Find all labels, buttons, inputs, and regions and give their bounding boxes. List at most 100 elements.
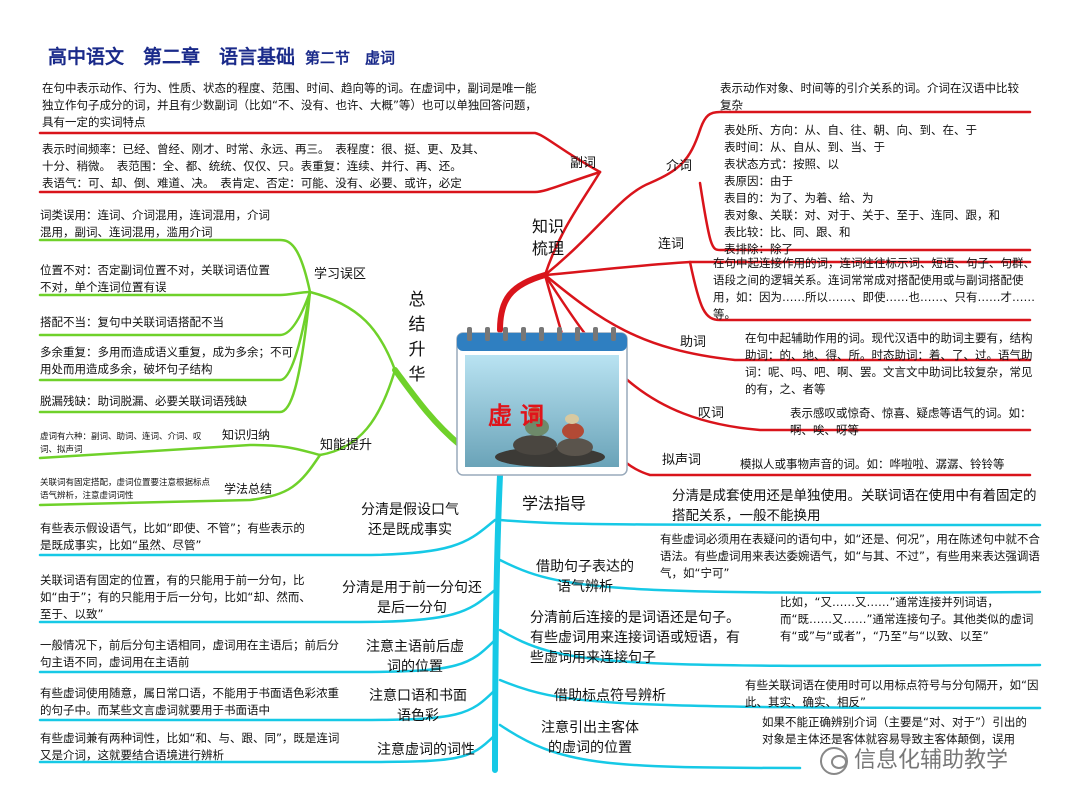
interjection-label: 叹词	[698, 406, 725, 421]
prep-line: 表原因：由于	[724, 174, 793, 188]
main-branch-knowledge: 知识梳理	[531, 217, 564, 258]
onomatopoeia-label: 拟声词	[662, 453, 702, 468]
adverb-detail-line: 十分、稍微。 表范围：全、都、统统、仅仅、只。表重复：连续、并行、再、还。	[42, 159, 462, 173]
line-particle	[543, 273, 1032, 362]
prep-line: 表比较：比、同、跟、和	[724, 225, 851, 239]
prep-line: 表目的：为了、为着、给、为	[724, 191, 874, 205]
onomatopoeia-description: 模拟人或事物声音的词。如：哗啦啦、潺潺、铃铃等	[740, 457, 1005, 471]
center-label: 虚词	[488, 402, 552, 430]
line-adverb-detail	[38, 170, 602, 194]
line-m-r1	[498, 518, 1042, 527]
conjunction-label: 连词	[658, 237, 685, 252]
error-item: 搭配不当：复句中关联词语搭配不当	[40, 315, 224, 329]
method-right-text: 有些关联词语在使用时可以用标点符号与分句隔开，如“因此、其实、确实、相反”	[745, 678, 1039, 709]
method-left-topic: 分清是用于前一分句还是后一分句	[342, 580, 482, 616]
line-err4	[38, 290, 312, 382]
line-m-r3	[498, 628, 1042, 668]
adverb-detail: 表示时间频率：已经、曾经、刚才、时常、永远、再三。 表程度：很、挺、更、及其、 …	[42, 141, 552, 192]
method-left-text: 有些虚词使用随意，属日常口语，不能用于书面语色彩浓重的句子中。而某些文言虚词就要…	[40, 686, 339, 717]
line-ability	[318, 368, 397, 457]
particle-description: 在句中起辅助作用的词。现代汉语中的助词主要有，结构助词：的、地、得、所。时态助词…	[745, 331, 1033, 396]
particle-label: 助词	[680, 335, 707, 350]
line-m-l5	[38, 733, 497, 764]
line-prep	[543, 128, 702, 277]
preposition-description: 表示动作对象、时间等的引介关系的词。介词在汉语中比较复杂	[720, 81, 1019, 112]
preposition-label: 介词	[666, 159, 693, 174]
method-left-text: 关联词语有固定的位置，有的只能用于前一分句，比如“由于”；有的只能用于后一分句，…	[40, 573, 311, 621]
line-m-l4	[38, 688, 497, 722]
line-ab2	[38, 453, 322, 507]
line-prep-desc	[698, 110, 1032, 132]
method-summary-text: 关联词有固定搭配，虚词位置要注意根据标点语气辨析，注意虚词词性	[40, 478, 211, 501]
prep-line: 表处所、方向：从、自、往、朝、向、到、在、于	[724, 123, 977, 137]
wechat-icon	[820, 747, 848, 775]
line-conj-desc	[688, 260, 1032, 322]
line-m-l1	[38, 518, 497, 557]
method-right-text: 有些虚词必须用在表疑问的语句中，如“还是、何况”，用在陈述句中就不合语法。有些虚…	[660, 532, 1040, 580]
prep-line: 表状态方式：按照、以	[724, 157, 839, 171]
line-m-l3	[38, 638, 497, 674]
prep-line: 表时间：从、自从、到、当、于	[724, 140, 885, 154]
line-err5	[38, 290, 312, 414]
title-sub: 第二节 虚词	[305, 49, 396, 67]
line-adverb-desc	[38, 131, 602, 174]
main-branch-method: 学法指导	[522, 494, 587, 513]
adverb-detail-line: 表语气：可、却、倒、难道、决。 表肯定、否定：可能、没有、必要、或许，必定	[42, 176, 462, 190]
prep-line: 表对象、关联：对、对于、关于、至于、连同、跟，和	[724, 208, 1000, 222]
error-item: 词类误用：连词、介词混用，连词混用，介词混用，副词、连词混用，滥用介词	[40, 208, 270, 239]
line-ab1	[38, 443, 322, 460]
adverb-description: 在句中表示动作、行为、性质、状态的程度、范围、时间、趋向等的词。在虚词中，副词是…	[42, 81, 537, 129]
line-adverb	[543, 170, 602, 277]
line-method-trunk	[492, 472, 503, 773]
title-main: 高中语文 第二章 语言基础	[48, 46, 296, 68]
line-err3	[38, 290, 312, 337]
preposition-detail: 表处所、方向：从、自、往、朝、向、到、在、于 表时间：从、自从、到、当、于 表状…	[724, 122, 1034, 258]
method-left-text: 一般情况下，前后分句主语相同，虚词用在主语后；前后分句主语不同，虚词用在主语前	[40, 638, 339, 669]
method-right-topic: 注意引出主客体的虚词的位置	[541, 720, 639, 756]
method-left-topic: 注意主语前后虚词的位置	[366, 639, 464, 675]
line-err2	[38, 290, 312, 297]
method-left-topic: 分清是假设口气还是既成事实	[361, 502, 459, 538]
line-err1	[38, 238, 312, 294]
line-knowledge-trunk	[497, 272, 548, 333]
line-m-r2	[498, 558, 1042, 595]
method-left-topic: 注意口语和书面语色彩	[369, 688, 467, 724]
method-right-topic: 借助句子表达的语气辨析	[536, 559, 634, 595]
line-m-r4	[498, 678, 1042, 710]
method-right-topic: 分清前后连接的是词语还是句子。有些虚词用来连接词语或短语，有些虚词用来连接句子	[530, 610, 740, 666]
line-conj	[543, 260, 1032, 277]
watermark: 信息化辅助教学	[820, 742, 1008, 775]
line-interjection	[543, 273, 1032, 432]
method-right-topic: 分清是成套使用还是单独使用。关联词语在使用中有着固定的搭配关系，一般不能换用	[672, 488, 1037, 524]
line-m-l2	[38, 588, 497, 624]
interjection-description: 表示感叹或惊奇、惊喜、疑虑等语气的词。如：啊、唉、呀等	[790, 406, 1032, 437]
adverb-label: 副词	[570, 156, 597, 171]
conjunction-description: 在句中起连接作用的词，连词往往标示词、短语、句子、句群、语段之间的逻辑关系。连词…	[713, 256, 1035, 321]
method-right-text: 比如，“又……又……”通常连接并列词语，而“既……又……”通常连接句子。其他类似…	[780, 595, 1034, 643]
page-title: 高中语文 第二章 语言基础第二节 虚词	[48, 42, 395, 69]
main-branch-summary: 总结升华	[408, 290, 426, 385]
method-left-topic: 注意虚词的词性	[377, 742, 475, 758]
ability-label: 知能提升	[320, 438, 373, 453]
error-item: 多余重复：多用而造成语义重复，成为多余；不可用处而用造成多余，破坏句子结构	[40, 345, 293, 376]
method-right-topic: 借助标点符号辨析	[554, 688, 666, 704]
method-left-text: 有些表示假设语气，比如“即使、不管”；有些表示的是既成事实，比如“虽然、尽管”	[40, 521, 305, 552]
method-summary-label: 学法总结	[224, 482, 273, 496]
line-prep-detail	[698, 181, 1032, 252]
watermark-text: 信息化辅助教学	[854, 748, 1009, 773]
knowledge-summary-label: 知识归纳	[222, 428, 271, 442]
line-summary-trunk	[392, 367, 463, 448]
line-m-r5	[498, 723, 802, 770]
method-left-text: 有些虚词兼有两种词性，比如“和、与、跟、同”，既是连词又是介词，这就要结合语境进…	[40, 731, 340, 762]
method-right-text: 如果不能正确辨别介词（主要是“对、对于”）引出的对象是主体还是客体就容易导致主客…	[762, 715, 1027, 746]
errors-label: 学习误区	[314, 267, 367, 282]
center-calendar-image	[456, 327, 628, 476]
error-item: 脱漏残缺：助词脱漏、必要关联词语残缺	[40, 394, 247, 408]
adverb-detail-line: 表示时间频率：已经、曾经、刚才、时常、永远、再三。 表程度：很、挺、更、及其、	[42, 142, 485, 156]
line-errors	[308, 290, 397, 372]
error-item: 位置不对：否定副词位置不对，关联词语位置不对，单个连词位置有误	[40, 263, 270, 294]
prep-line: 表排除：除了	[724, 242, 793, 256]
knowledge-summary-text: 虚词有六种：副词、助词、连词、介词、叹词、拟声词	[40, 432, 202, 455]
